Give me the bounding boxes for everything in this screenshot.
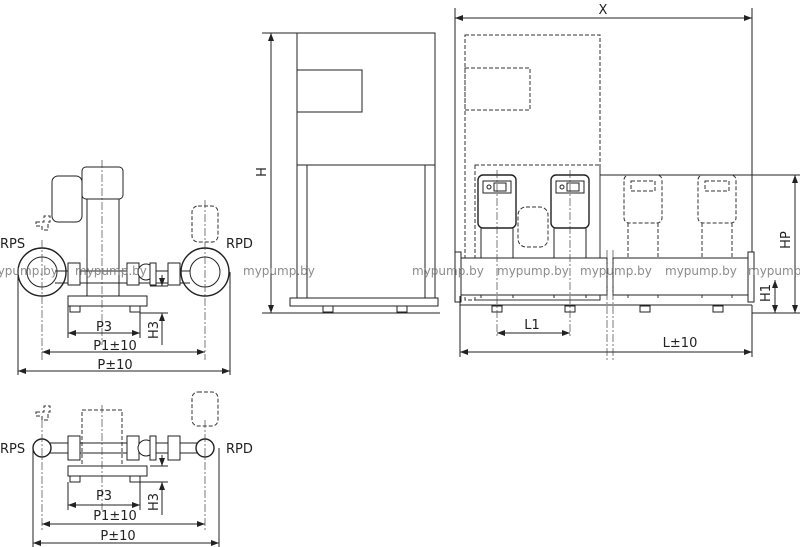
l1-label: L1	[524, 318, 540, 333]
x-label: X	[599, 3, 608, 18]
rpd-label: RPD	[226, 237, 253, 252]
pump-column	[86, 198, 120, 298]
watermark: mypump.by	[665, 264, 737, 278]
watermark: mypump.by	[497, 264, 569, 278]
cabinet-panel	[296, 69, 363, 113]
rps-label: RPS	[0, 442, 25, 457]
hp-label: HP	[779, 231, 794, 249]
front-view: H	[255, 32, 440, 314]
p3-label: P3	[96, 489, 112, 504]
watermark: mypump.by	[412, 264, 484, 278]
p3-label: P3	[96, 320, 112, 335]
l-label: L±10	[663, 336, 698, 351]
watermark: mypump.by	[75, 264, 147, 278]
p-label: P±10	[100, 529, 135, 544]
watermark: mypump.by	[748, 264, 800, 278]
motor	[81, 166, 124, 200]
h3-label: H3	[147, 321, 162, 339]
base-frame	[289, 297, 439, 307]
side-view-bottom: RPS RPD P3 P1±10 P±10 H3	[0, 391, 253, 547]
cabinet-frame	[296, 164, 436, 299]
rpd-label: RPD	[226, 442, 253, 457]
p1-label: P1±10	[93, 339, 137, 354]
manifold-left	[459, 257, 608, 296]
watermark-row: mypump.by mypump.by mypump.by mypump.by …	[0, 264, 800, 278]
base-plate	[67, 465, 148, 477]
side-view-top: RPS RPD P3 P1±10 P±10 H3	[0, 160, 253, 375]
watermark: mypump.by	[0, 264, 58, 278]
flange	[67, 262, 81, 286]
p1-label: P1±10	[93, 509, 137, 524]
pressure-vessel-dashed	[517, 206, 549, 248]
p-label: P±10	[97, 358, 132, 373]
suction-valve-dashed	[35, 215, 51, 231]
base-plate	[67, 295, 148, 307]
h3-label: H3	[147, 493, 162, 511]
rps-label: RPS	[0, 237, 25, 252]
watermark: mypump.by	[243, 264, 315, 278]
h1-label: H1	[759, 284, 774, 302]
h-label: H	[255, 167, 270, 177]
motor-terminal-box	[51, 175, 83, 223]
watermark: mypump.by	[580, 264, 652, 278]
rear-view: X	[454, 3, 800, 360]
